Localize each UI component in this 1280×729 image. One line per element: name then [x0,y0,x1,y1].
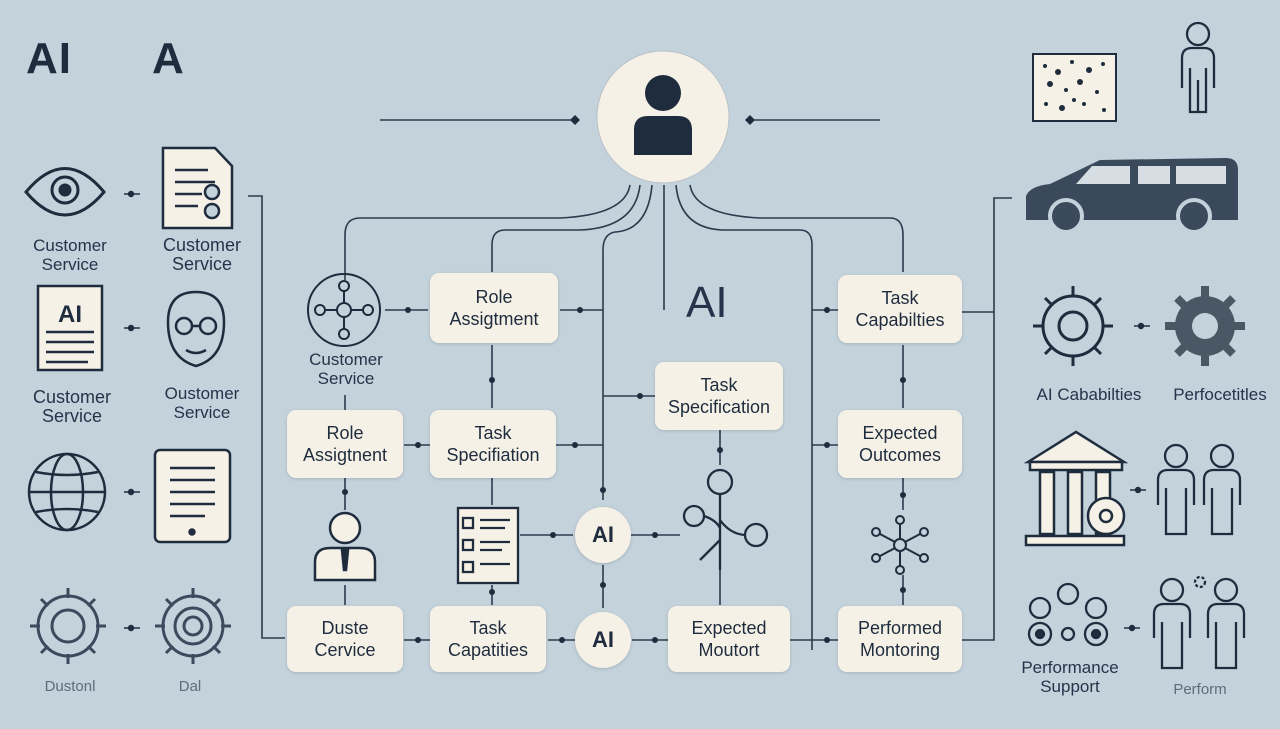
star-network-icon [871,515,929,575]
marker-dot [127,190,135,198]
network-label: Customer Service [309,350,383,388]
document-icon [161,146,234,230]
people-label-b: Perform [1173,681,1227,698]
marker-dot [342,489,348,495]
businessman-icon [313,511,377,582]
marker-dot [415,442,421,448]
marker-diamond [570,115,580,125]
marker-dot [489,377,495,383]
circles-network-icon [1027,582,1109,647]
marker-dot [824,307,830,313]
marker-dot [900,377,906,383]
ai-badge: AI [575,612,631,668]
connector-fan-1 [344,184,631,280]
checklist-icon [456,506,520,585]
connector-markers [127,115,1145,643]
marker-dot [127,324,135,332]
marker-dot [572,442,578,448]
marker-dot [559,637,565,643]
marker-dot [550,532,556,538]
network-node-icon [307,273,381,347]
scatter-map-icon [1032,53,1117,122]
marker-dot [415,637,421,643]
gear-right-label: AI Cababilties [1036,385,1142,404]
gear-label: Dustonl [44,678,96,695]
marker-dot [127,488,135,496]
user-head-icon [645,75,681,111]
page-title-right: A [152,34,185,83]
gear2-label: Dal [178,678,202,695]
marker-dot [600,487,606,493]
marker-dot [1137,322,1145,330]
ai-doc-label: Customer Service [32,387,112,426]
connector-right-bracket [962,197,1012,641]
marker-dot [405,307,411,313]
tree-network-icon [682,468,769,570]
marker-dot [824,442,830,448]
face-label: Oustomer Service [164,384,240,422]
two-people-icon [1156,443,1242,536]
gear-filled-label: Perfocetitles [1173,385,1267,404]
people-label: Performance Support [1021,658,1119,696]
eye-label: Customer Service [33,236,107,274]
center-ai-label: AI [686,278,728,327]
marker-dot [127,624,135,632]
marker-dot [900,492,906,498]
ai-document-icon [36,284,104,372]
marker-dot [717,447,723,453]
marker-dot [637,393,643,399]
marker-dot [489,589,495,595]
page-title-left: AI [26,34,72,83]
eye-icon [24,167,106,217]
ai-badge: AI [575,507,631,563]
marker-diamond [745,115,755,125]
two-people-icon-b [1152,575,1246,670]
connector-fan-6 [689,184,904,272]
bank-building-icon [1023,430,1129,547]
marker-dot [652,532,658,538]
document-label: Customer Service [162,235,242,274]
marker-dot [1128,624,1136,632]
marker-dot [824,637,830,643]
van-icon [1026,158,1238,234]
face-glasses-icon [166,290,226,368]
ai-document-text: AI [58,301,82,328]
marker-dot [600,582,606,588]
connector-fan-2 [491,184,641,272]
tablet-icon [153,448,232,544]
gear-right-icon [1033,286,1113,366]
gear-filled-icon [1165,286,1245,366]
connector-fan-5 [675,184,813,650]
person-outline-icon [1180,21,1216,114]
connectors [124,119,1150,650]
marker-dot [1134,486,1142,494]
globe-icon [27,452,107,532]
marker-dot [652,637,658,643]
connector-fan-3 [602,184,653,500]
marker-dot [900,587,906,593]
connector-left-bracket [248,195,285,639]
user-body-icon [634,116,692,155]
gear-icon [30,588,106,664]
marker-dot [577,307,583,313]
gear-target-icon [155,588,231,664]
central-user-avatar [596,50,730,184]
